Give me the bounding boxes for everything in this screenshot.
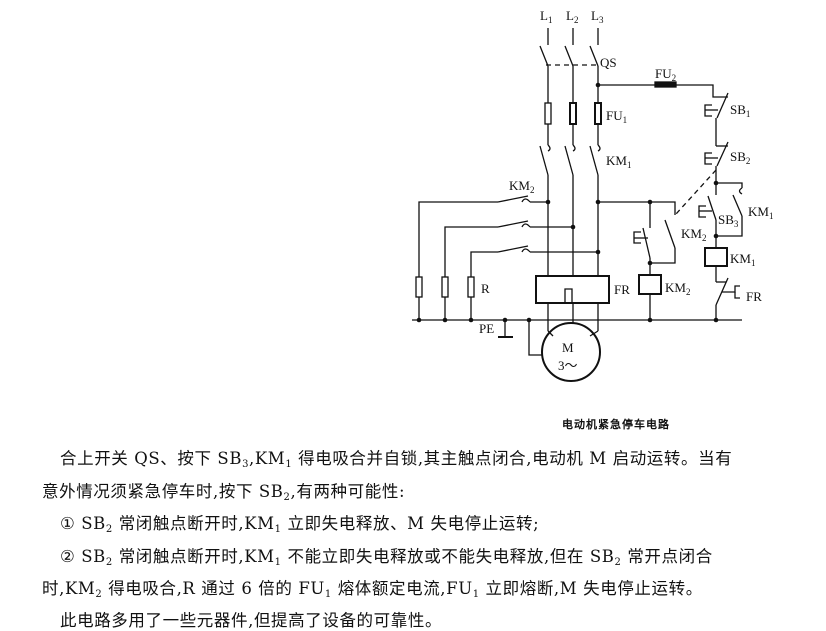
label-km2-coil: KM2 [665,280,690,297]
label-r: R [481,281,490,296]
label-motor-phase: 3～ [558,358,578,373]
text-run: ① SB [60,514,106,533]
paragraph-line: 时,KM2 得电吸合,R 通过 6 倍的 FU1 熔体额定电流,FU1 立即熔断… [42,575,703,600]
label-km1-main: KM1 [606,153,631,170]
fr-thermal-relay [535,275,610,337]
subscript: 2 [283,492,291,503]
phase-lines [539,28,599,103]
label-fu1: FU1 [606,108,627,125]
circuit-diagram: L1 L2 L3 QS FU2 FU1 KM1 SB1 SB2 SB3 KM1 … [412,8,773,382]
subscript: 1 [285,459,293,470]
label-sb3: SB3 [718,212,739,229]
label-sb2: SB2 [730,149,750,166]
text-run: 此电路多用了一些元器件,但提高了设备的可靠性。 [60,611,443,630]
label-fu2: FU2 [655,66,676,83]
text-run: 立即失电释放、M 失电停止运转; [281,514,540,533]
junction-dots [416,82,719,323]
subscript: 1 [472,589,480,600]
label-fr-main: FR [614,282,630,297]
text-run: ,有两种可能性: [290,482,406,501]
subscript: 1 [274,557,282,568]
subscript: 1 [274,524,282,535]
subscript: 3 [242,459,250,470]
km1-main-contacts [539,144,601,276]
label-l1: L1 [540,8,552,25]
motor [528,320,601,382]
text-run: 时,KM [42,579,96,598]
text-run: ,KM [249,449,286,468]
component-labels: L1 L2 L3 QS FU2 FU1 KM1 SB1 SB2 SB3 KM1 … [479,8,773,373]
text-run: 常开点闭合 [621,547,713,566]
paragraph-line: ① SB2 常闭触点断开时,KM1 立即失电释放、M 失电停止运转; [60,510,539,535]
ground-bus [412,319,742,338]
subscript: 2 [95,589,103,600]
text-run: 常闭触点断开时,KM [112,547,275,566]
figure-caption: 电动机紧急停车电路 [562,418,670,431]
paragraph-line: 此电路多用了一些元器件,但提高了设备的可靠性。 [60,607,442,631]
paragraph-line: 意外情况须紧急停车时,按下 SB2,有两种可能性: [42,478,405,503]
label-fr-ctrl: FR [746,289,762,304]
text-run: 不能立即失电释放或不能失电释放,但在 SB [281,547,615,566]
paragraph-line: ② SB2 常闭触点断开时,KM1 不能立即失电释放或不能失电释放,但在 SB2… [60,543,713,568]
paragraph-line: 合上开关 QS、按下 SB3,KM1 得电吸合并自锁,其主触点闭合,电动机 M … [60,445,732,470]
label-l2: L2 [566,8,578,25]
km2-braking-branch [415,195,598,320]
label-motor: M [562,340,574,355]
control-circuit [598,81,743,320]
subscript: 2 [105,524,113,535]
label-pe: PE [479,321,494,336]
text-run: 熔体额定电流,FU [331,579,473,598]
text-run: 得电吸合并自锁,其主触点闭合,电动机 M 启动运转。当有 [292,449,733,468]
fuse-fu1 [544,102,602,145]
label-l3: L3 [591,8,604,25]
text-run: 得电吸合,R 通过 6 倍的 FU [102,579,325,598]
label-km1-aux: KM1 [748,204,773,221]
subscript: 1 [324,589,332,600]
label-km2-aux: KM2 [681,226,706,243]
label-km1-coil: KM1 [730,251,755,268]
subscript: 2 [105,557,113,568]
text-run: ② SB [60,547,106,566]
subscript: 2 [614,557,622,568]
text-run: 常闭触点断开时,KM [112,514,275,533]
text-run: 立即熔断,M 失电停止运转。 [479,579,703,598]
label-qs: QS [600,55,617,70]
label-km2-main: KM2 [509,178,534,195]
text-run: 意外情况须紧急停车时,按下 SB [42,482,284,501]
text-run: 合上开关 QS、按下 SB [60,449,243,468]
label-sb1: SB1 [730,102,750,119]
